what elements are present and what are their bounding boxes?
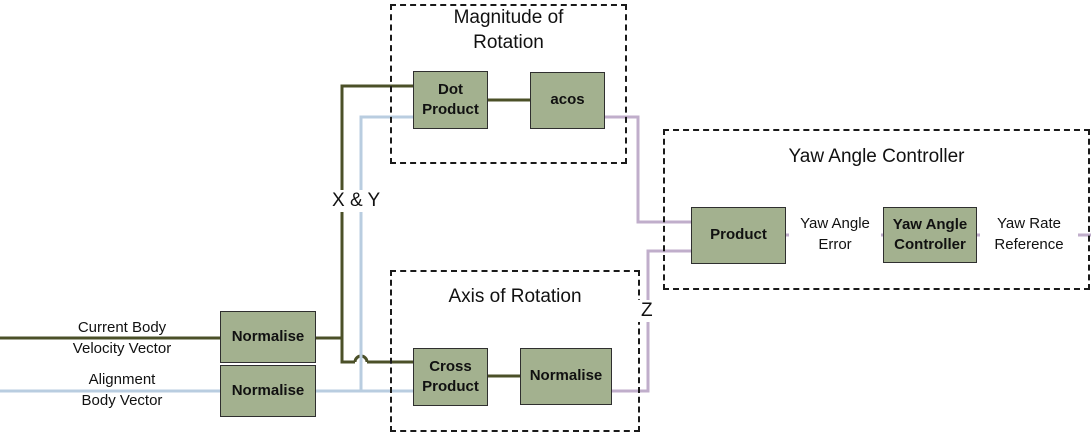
dot-product-block: Dot Product [413, 71, 488, 129]
axis-group-title: Axis of Rotation [448, 286, 582, 307]
yaw-angle-error-label: Yaw Angle Error [789, 213, 881, 255]
cross-product-block: Cross Product [413, 348, 488, 406]
yaw-group-title: Yaw Angle Controller [788, 146, 965, 167]
z-signal-label: Z [638, 300, 656, 322]
magnitude-of-rotation-group [390, 4, 627, 164]
current-body-velocity-label: Current Body Velocity Vector [72, 319, 172, 357]
xy-signal-label: X & Y [330, 190, 383, 212]
acos-block: acos [530, 72, 605, 129]
yaw-angle-controller-block: Yaw Angle Controller [883, 207, 977, 263]
normalise-axis-block: Normalise [520, 348, 612, 405]
yaw-rate-reference-label: Yaw Rate Reference [980, 213, 1078, 255]
alignment-to-dot-wire [316, 115, 413, 393]
product-block: Product [691, 207, 786, 264]
normalise-alignment-block: Normalise [220, 365, 316, 417]
alignment-body-vector-label: Alignment Body Vector [81, 371, 163, 409]
normalise-velocity-block: Normalise [220, 311, 316, 363]
magnitude-group-title: Magnitude of Rotation [453, 7, 564, 53]
axis-of-rotation-group [390, 270, 640, 432]
yaw-angle-controller-group [663, 129, 1090, 290]
velocity-to-dot-wire [316, 84, 413, 340]
